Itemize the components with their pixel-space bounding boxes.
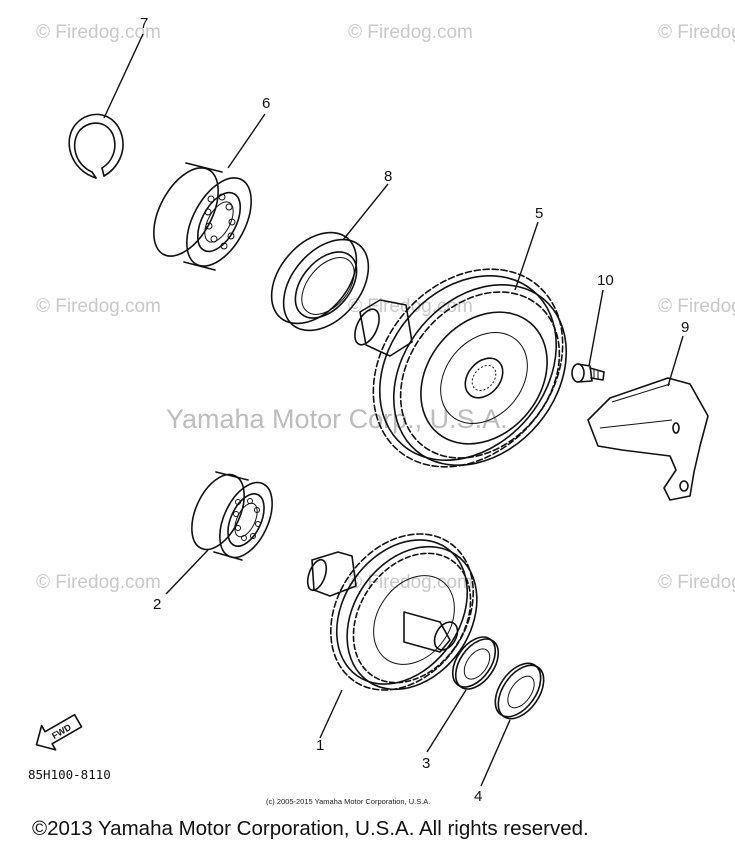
watermark-text: © Firedog.com [658,296,735,317]
callout-1: 1 [316,737,324,754]
bearing-6 [153,162,252,271]
fwd-arrow: FWD [35,713,83,751]
bearing-2 [191,471,273,561]
circlip-7 [68,113,124,179]
callout-4: 4 [474,788,482,805]
callout-10: 10 [597,272,614,289]
watermark-text: © Firedog.com [36,572,161,593]
callout-labels: 1 2 3 4 5 6 7 8 9 10 [140,15,689,805]
watermark-text: © Firedog.com [36,296,161,317]
diagram-code: 85H100-8110 [28,767,111,782]
plate-9 [587,377,709,501]
bolt-10 [571,363,605,383]
seal-8 [270,231,370,332]
watermark-yamaha: Yamaha Motor Corp., U.S.A. [166,404,508,434]
callout-3: 3 [422,755,430,772]
callout-9: 9 [681,319,689,336]
washer-4 [494,662,545,720]
callout-5: 5 [535,205,543,222]
callout-7: 7 [140,15,148,32]
watermark-layer: © Firedog.com © Firedog.com © Firedog.co… [36,22,735,593]
copyright-small: (c) 2005-2015 Yamaha Motor Corporation, … [266,797,430,806]
watermark-text: © Firedog.com [348,572,473,593]
watermark-text: © Firedog.com [348,22,473,43]
callout-8: 8 [384,168,392,185]
gear-5 [354,268,568,468]
watermark-text: © Firedog.com [36,22,161,43]
leader-lines [103,33,684,787]
watermark-text: © Firedog.com [658,22,735,43]
washer-3 [451,636,500,690]
copyright-footer: ©2013 Yamaha Motor Corporation, U.S.A. A… [32,817,589,840]
callout-6: 6 [262,95,270,112]
callout-2: 2 [153,596,161,613]
gear-1 [306,533,478,691]
watermark-text: © Firedog.com [658,572,735,593]
